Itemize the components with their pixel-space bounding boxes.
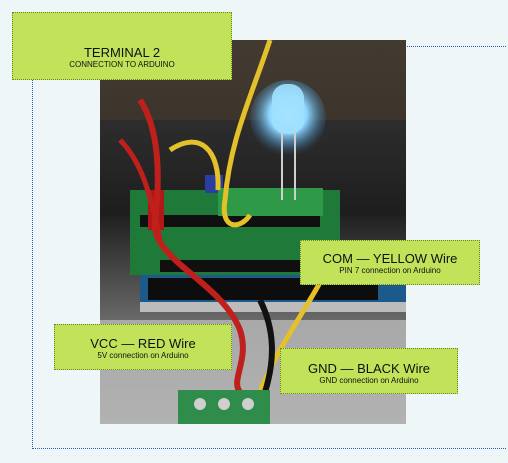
terminal-screw-2 — [218, 398, 230, 410]
callout-gnd: GND — BLACK Wire GND connection on Ardui… — [280, 348, 458, 394]
callout-com-subtitle: PIN 7 connection on Arduino — [339, 266, 441, 275]
callout-com: COM — YELLOW Wire PIN 7 connection on Ar… — [300, 240, 480, 285]
terminal-screw-3 — [242, 398, 254, 410]
callout-com-title: COM — YELLOW Wire — [322, 251, 458, 266]
callout-gnd-title: GND — BLACK Wire — [307, 361, 431, 376]
callout-terminal-subtitle: CONNECTION TO ARDUINO — [69, 60, 175, 69]
callout-terminal-title: TERMINAL 2 — [83, 45, 161, 60]
yellow-wire-3 — [168, 139, 221, 191]
red-wire — [137, 98, 246, 394]
black-wire — [257, 298, 275, 393]
terminal-screw-1 — [194, 398, 206, 410]
red-wire-2 — [118, 138, 163, 241]
callout-vcc-title: VCC — RED Wire — [90, 336, 196, 351]
yellow-wire — [221, 40, 273, 228]
breadboard-strip — [218, 188, 323, 216]
arduino-board-edge — [140, 302, 406, 312]
callout-vcc-subtitle: 5V connection on Arduino — [97, 351, 189, 360]
callout-terminal: TERMINAL 2 CONNECTION TO ARDUINO — [12, 12, 232, 80]
callout-vcc: VCC — RED Wire 5V connection on Arduino — [54, 324, 232, 370]
led-body — [272, 84, 304, 134]
callout-gnd-subtitle: GND connection on Arduino — [319, 376, 419, 385]
